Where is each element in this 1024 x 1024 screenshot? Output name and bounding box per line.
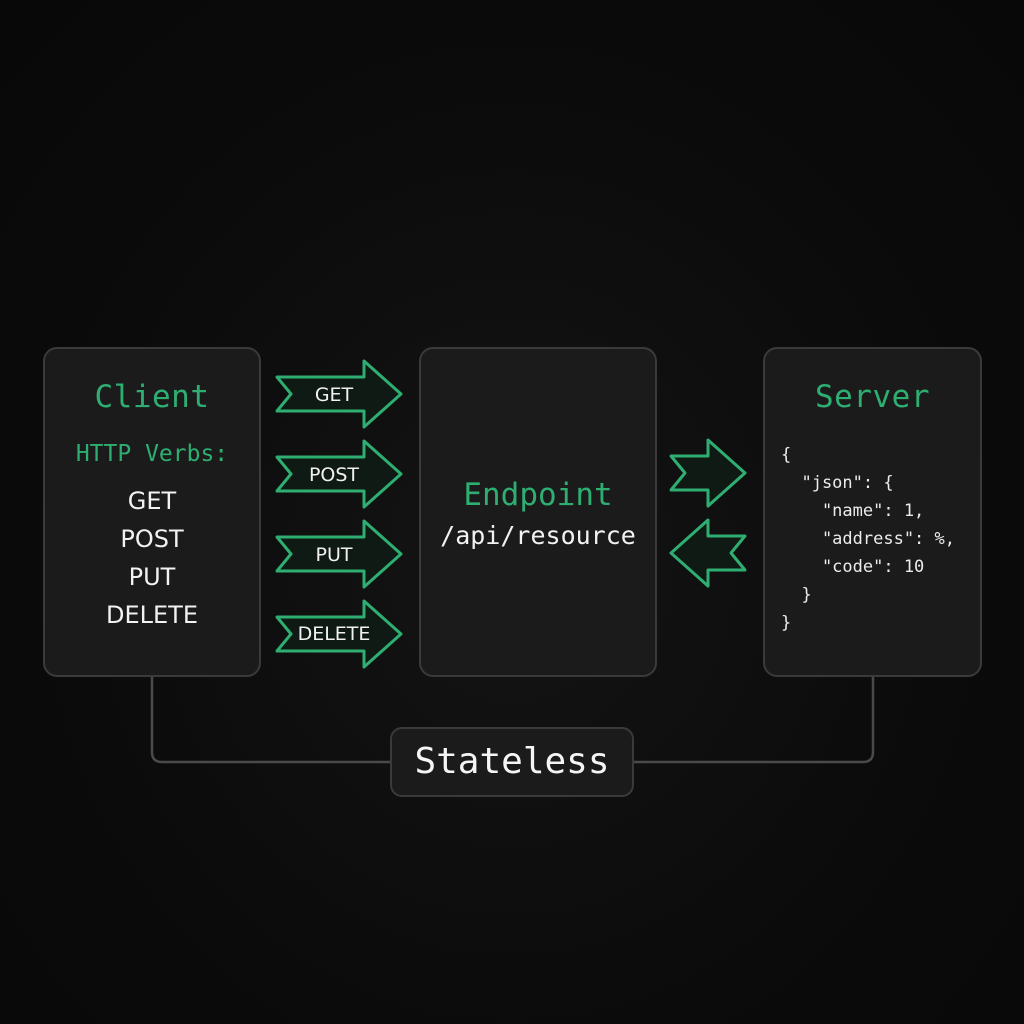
client-panel: Client HTTP Verbs: GET POST PUT DELETE	[43, 347, 261, 677]
post-arrow-label: POST	[308, 464, 360, 486]
delete-arrow-label: DELETE	[297, 623, 371, 645]
http-verbs-label: HTTP Verbs:	[75, 441, 229, 467]
get-arrow-icon	[275, 359, 403, 429]
verb-post: POST	[120, 525, 184, 553]
server-stateless-connector	[634, 677, 875, 764]
put-arrow-label: PUT	[315, 544, 353, 566]
stateless-label: Stateless	[390, 727, 634, 797]
get-arrow-label: GET	[314, 384, 354, 406]
server-title: Server	[815, 379, 930, 415]
http-verbs-list: GET POST PUT DELETE	[45, 482, 259, 634]
verb-put: PUT	[128, 563, 176, 591]
request-to-server-arrow-icon	[669, 438, 747, 508]
post-arrow-icon	[275, 439, 403, 509]
verb-delete: DELETE	[105, 601, 198, 629]
endpoint-title: Endpoint	[463, 477, 613, 513]
put-arrow-icon	[275, 519, 403, 589]
endpoint-path: /api/resource	[440, 521, 636, 550]
client-title: Client	[94, 379, 210, 415]
client-stateless-connector	[150, 677, 390, 764]
response-from-server-arrow-icon	[669, 518, 747, 588]
delete-arrow-icon	[275, 599, 403, 669]
json-payload: { "json": { "name": 1, "address": %, "co…	[781, 445, 955, 633]
endpoint-panel: Endpoint /api/resource	[419, 347, 657, 677]
verb-get: GET	[127, 487, 177, 515]
server-panel: Server { "json": { "name": 1, "address":…	[763, 347, 982, 677]
